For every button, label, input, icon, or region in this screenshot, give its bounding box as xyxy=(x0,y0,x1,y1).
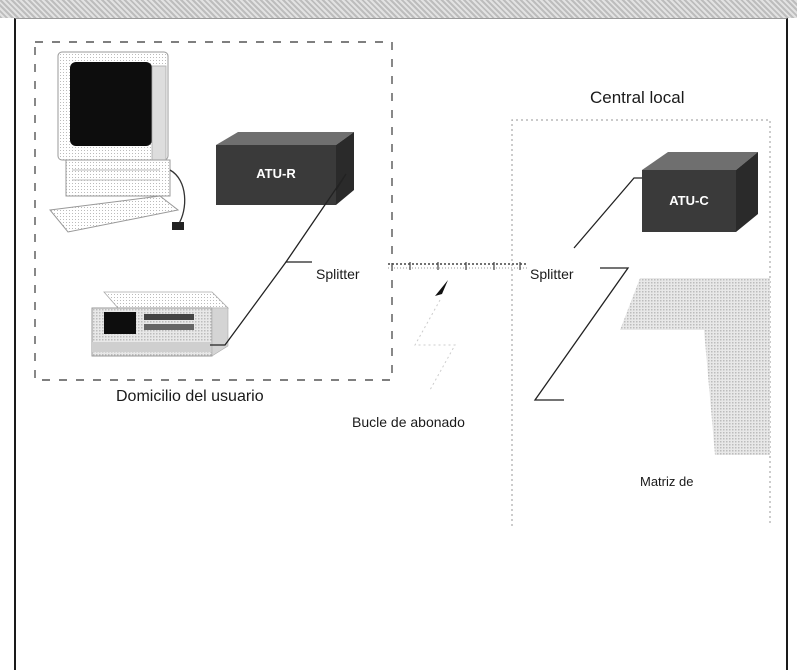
loop-tick-marks xyxy=(409,262,521,270)
telephone-icon xyxy=(91,291,229,357)
atu-r-label: ATU-R xyxy=(256,166,296,181)
computer-icon xyxy=(49,51,186,233)
switching-matrix-icon xyxy=(620,278,770,455)
domicilio-dashed-box xyxy=(34,41,393,381)
splitter-right-label: Splitter xyxy=(530,266,574,282)
matriz-label: Matriz de xyxy=(640,474,694,489)
bucle-label: Bucle de abonado xyxy=(352,414,465,430)
arrowhead-icon xyxy=(435,280,448,296)
figure-frame xyxy=(14,18,788,670)
top-hatch-band xyxy=(0,0,797,18)
line-atu-r-splitter xyxy=(284,173,347,263)
atu-r-box-icon xyxy=(216,132,354,205)
line-phone-splitter xyxy=(210,261,287,346)
splitter-left-label: Splitter xyxy=(316,266,360,282)
atu-c-label: ATU-C xyxy=(669,193,709,208)
atu-c-box-icon xyxy=(642,152,758,232)
domicilio-label: Domicilio del usuario xyxy=(116,388,264,405)
central-local-label: Central local xyxy=(590,88,685,107)
line-splitter-atu-c xyxy=(573,177,647,249)
line-splitter-matriz xyxy=(533,267,630,401)
